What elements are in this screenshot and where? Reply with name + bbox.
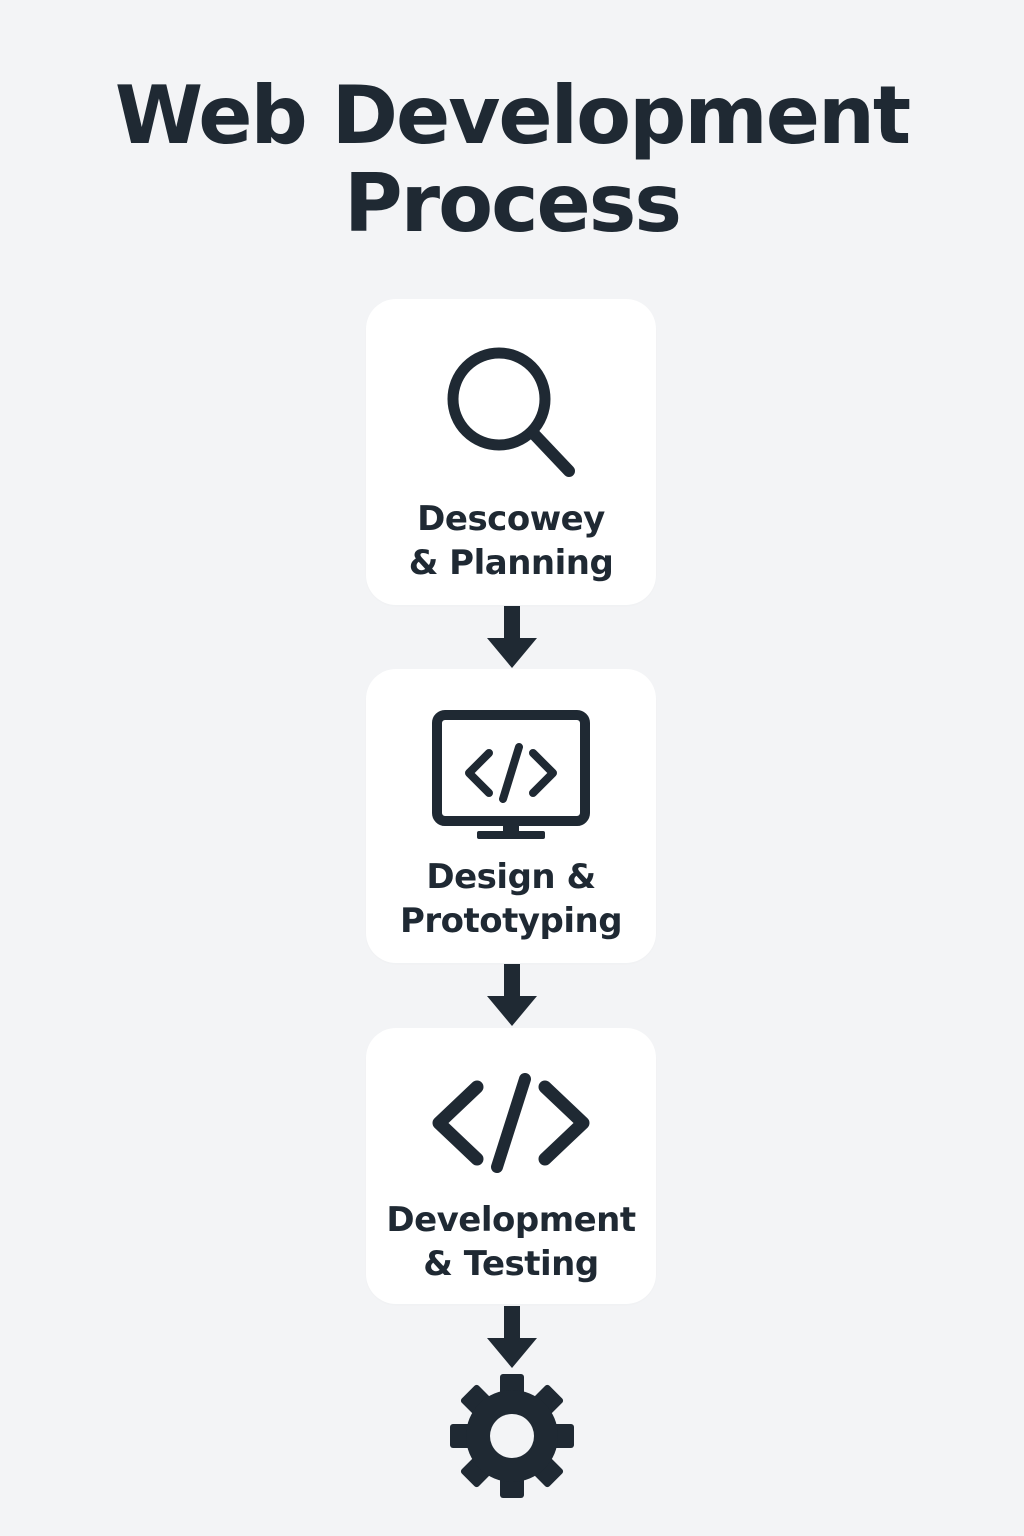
monitor-code-icon: [366, 709, 656, 841]
step-label: Descowey & Planning: [366, 497, 656, 585]
step-label: Development & Testing: [366, 1198, 656, 1286]
step-label-line-2: Prototyping: [399, 901, 623, 941]
page-title: Web Development Process: [0, 72, 1024, 248]
step-label-line-1: Design &: [426, 857, 596, 897]
step-label-line-2: & Planning: [408, 543, 614, 583]
search-icon: [366, 343, 656, 483]
step-label: Design & Prototyping: [366, 855, 656, 943]
title-line-1: Web Development: [114, 69, 911, 162]
step-card-development: Development & Testing: [366, 1028, 656, 1304]
step-label-line-2: & Testing: [423, 1244, 599, 1284]
code-icon: [366, 1073, 656, 1173]
step-card-design: Design & Prototyping: [366, 669, 656, 963]
step-label-line-1: Development: [386, 1200, 636, 1240]
down-arrow-icon: [487, 964, 537, 1026]
step-label-line-1: Descowey: [417, 499, 605, 539]
title-line-2: Process: [344, 157, 682, 250]
step-card-discovery: Descowey & Planning: [366, 299, 656, 605]
down-arrow-icon: [487, 1306, 537, 1368]
gear-icon: [448, 1372, 576, 1500]
down-arrow-icon: [487, 606, 537, 668]
